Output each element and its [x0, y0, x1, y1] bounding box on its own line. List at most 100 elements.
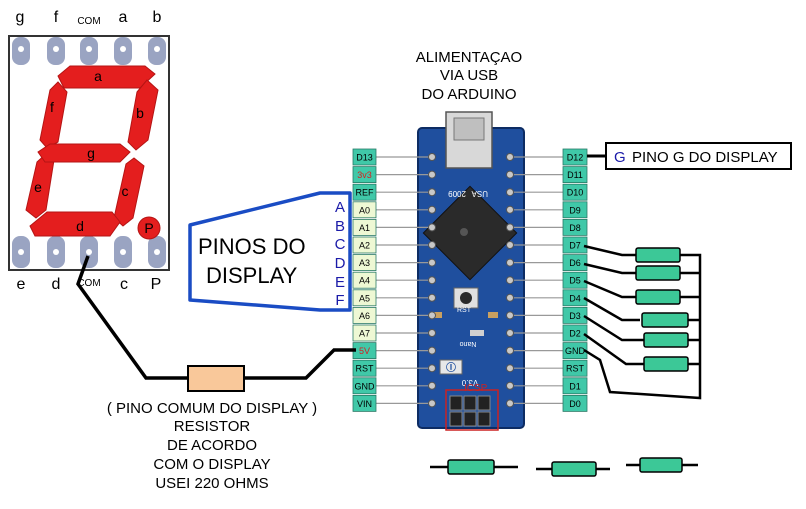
pin-box-right-d11 — [562, 166, 588, 184]
resistor-note-line-1: ( PINO COMUM DO DISPLAY ) — [107, 400, 317, 417]
segment-label-d: d — [76, 218, 84, 234]
pin-label-left-a1: A1 — [359, 223, 370, 233]
segment-resistor-6 — [643, 356, 689, 372]
pin-label-right-d4: D4 — [569, 293, 581, 303]
pin-box-left-a4 — [352, 271, 377, 289]
pin-box-left-a7 — [352, 324, 377, 342]
pin-label-right-d6: D6 — [569, 258, 581, 268]
pin-box-left-a5 — [352, 289, 377, 307]
pin-label-right-gnd: GND — [565, 346, 586, 356]
arduino-nano-board: Ⓘ USA 2009 V3.0 Nano RST ICSP — [417, 111, 525, 431]
segment-label-f: f — [50, 99, 54, 115]
pin-label-right-d9: D9 — [569, 205, 581, 215]
power-note-line-1: ALIMENTAÇAO — [416, 49, 522, 66]
icsp-label: ICSP — [464, 383, 488, 394]
bottom-pin-label-e: e — [17, 276, 26, 293]
pin-box-right-d9 — [562, 201, 588, 219]
pin-label-left-d13: D13 — [356, 153, 373, 163]
top-pin-label-f: f — [54, 9, 59, 26]
pin-box-left-gnd — [352, 377, 377, 395]
pin-label-left-a7: A7 — [359, 329, 370, 339]
segment-g — [37, 143, 131, 163]
pin-g-note-box — [605, 142, 792, 170]
pin-box-right-d2 — [562, 324, 588, 342]
pin-box-right-d10 — [562, 183, 588, 201]
analog-letter-f: F — [335, 292, 344, 309]
spare-resistor-2 — [551, 461, 597, 477]
top-pin-label-a: a — [119, 9, 128, 26]
arduino-pin-headers: D133v3REFA0A1A2A3A4A5A6A75VRSTGNDVIND12D… — [352, 148, 588, 412]
resistor-note-line-3: DE ACORDO — [167, 437, 257, 454]
current-limit-resistor — [187, 365, 245, 392]
segment-resistor-3 — [635, 289, 681, 305]
resistor-note-line-5: USEI 220 OHMS — [155, 475, 268, 492]
segment-label-e: e — [34, 179, 42, 195]
pin-label-left-rst: RST — [356, 364, 375, 374]
pin-label-left-a2: A2 — [359, 241, 370, 251]
pin-label-left-a0: A0 — [359, 205, 370, 215]
segment-resistor-1 — [635, 247, 681, 263]
display-pins-callout: PINOS DO DISPLAY A B C D E F — [188, 191, 352, 312]
power-note-line-3: DO ARDUINO — [421, 86, 516, 103]
decimal-point-label: P — [144, 220, 153, 236]
pin-box-right-d4 — [562, 289, 588, 307]
pin-label-left-gnd: GND — [355, 381, 376, 391]
pin-label-left-vin: VIN — [357, 399, 372, 409]
spare-resistor-3 — [639, 457, 683, 473]
pin-box-right-d7 — [562, 236, 588, 254]
pin-label-right-d0: D0 — [569, 399, 581, 409]
board-text-name: Nano — [460, 340, 477, 347]
segment-d — [29, 211, 121, 237]
com-wire — [76, 255, 188, 380]
bottom-pin-label-p: P — [151, 276, 162, 293]
spare-resistors — [430, 457, 698, 477]
pin-label-right-d8: D8 — [569, 223, 581, 233]
segment-resistor-2 — [635, 265, 681, 281]
segment-a — [57, 65, 156, 89]
seven-segment-display: g f COM a b — [8, 9, 170, 293]
segment-label-b: b — [136, 105, 144, 121]
nano-logo-box — [439, 359, 463, 375]
display-bottom-pins — [12, 236, 166, 268]
analog-letter-d: D — [335, 255, 346, 272]
resistor-note-line-2: RESISTOR — [174, 418, 251, 435]
top-pin-label-g: g — [16, 9, 25, 26]
microcontroller-chip — [422, 185, 518, 281]
resistor-note-line-4: COM O DISPLAY — [153, 456, 270, 473]
resistor-to-5v-wire — [244, 348, 356, 380]
power-note-line-2: VIA USB — [440, 67, 498, 84]
pin-box-right-d3 — [562, 306, 588, 324]
pin-label-right-d3: D3 — [569, 311, 581, 321]
board-text-rst: RST — [457, 307, 472, 314]
analog-letter-a: A — [335, 199, 345, 216]
pin-box-left-a2 — [352, 236, 377, 254]
pin-label-right-d12: D12 — [567, 153, 584, 163]
pin-box-right-d8 — [562, 218, 588, 236]
pin-label-right-d11: D11 — [567, 170, 583, 180]
top-pin-label-b: b — [153, 9, 162, 26]
display-top-pins — [12, 37, 166, 65]
segment-b — [127, 79, 159, 151]
pin-box-left-ref — [352, 183, 377, 201]
analog-letter-b: B — [335, 218, 345, 235]
spare-resistor-1 — [447, 459, 495, 475]
analog-bracket — [188, 191, 352, 312]
top-pin-label-com: COM — [77, 16, 100, 27]
segment-resistor-4 — [641, 312, 689, 328]
svg-text:Ⓘ: Ⓘ — [446, 361, 456, 374]
pin-box-left-a1 — [352, 218, 377, 236]
pin-label-right-d7: D7 — [569, 241, 581, 251]
pin-label-right-rst: RST — [566, 364, 585, 374]
pin-label-left-ref: REF — [356, 188, 375, 198]
segment-label-g: g — [87, 145, 95, 161]
pin-label-left-5v: 5V — [359, 346, 370, 356]
pin-box-left-a6 — [352, 306, 377, 324]
pin-label-right-d1: D1 — [569, 381, 581, 391]
pin-box-left-d13 — [352, 148, 377, 166]
bottom-pin-label-d: d — [52, 276, 61, 293]
pin-label-left-a4: A4 — [359, 276, 370, 286]
bottom-pin-label-com: COM — [77, 278, 100, 289]
common-resistor-circuit — [76, 255, 356, 392]
power-note: ALIMENTAÇAO VIA USB DO ARDUINO — [416, 49, 522, 103]
